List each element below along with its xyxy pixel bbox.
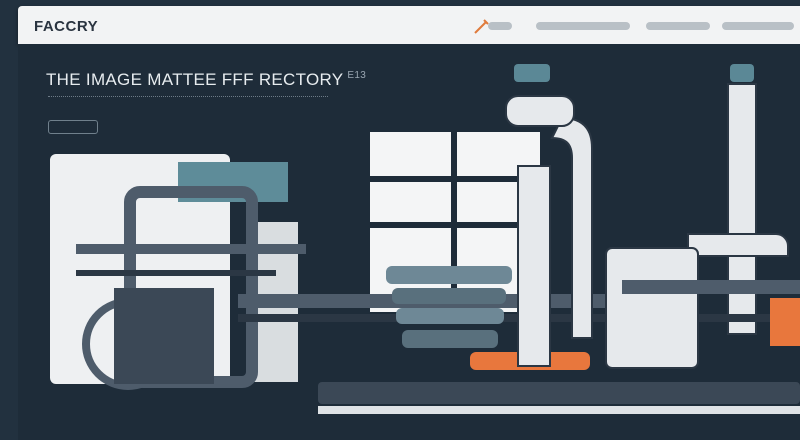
hero-title-suffix: E13: [347, 70, 367, 81]
factory-illustration: [50, 64, 800, 414]
nav-item-4[interactable]: [722, 22, 794, 30]
hero-cta-button[interactable]: [48, 120, 98, 134]
nav-item-2[interactable]: [536, 22, 630, 30]
pencil-icon[interactable]: [473, 19, 489, 35]
nav-item-3[interactable]: [646, 22, 710, 30]
hero-subtitle-placeholder: [48, 96, 328, 101]
brand-logo-text[interactable]: FACCRY: [34, 18, 99, 35]
top-navigation-bar: FACCRY: [18, 6, 800, 44]
nav-item-1[interactable]: [488, 22, 512, 30]
hero-title-text: THE IMAGE MATTEE FFF RECTORY: [46, 70, 344, 89]
